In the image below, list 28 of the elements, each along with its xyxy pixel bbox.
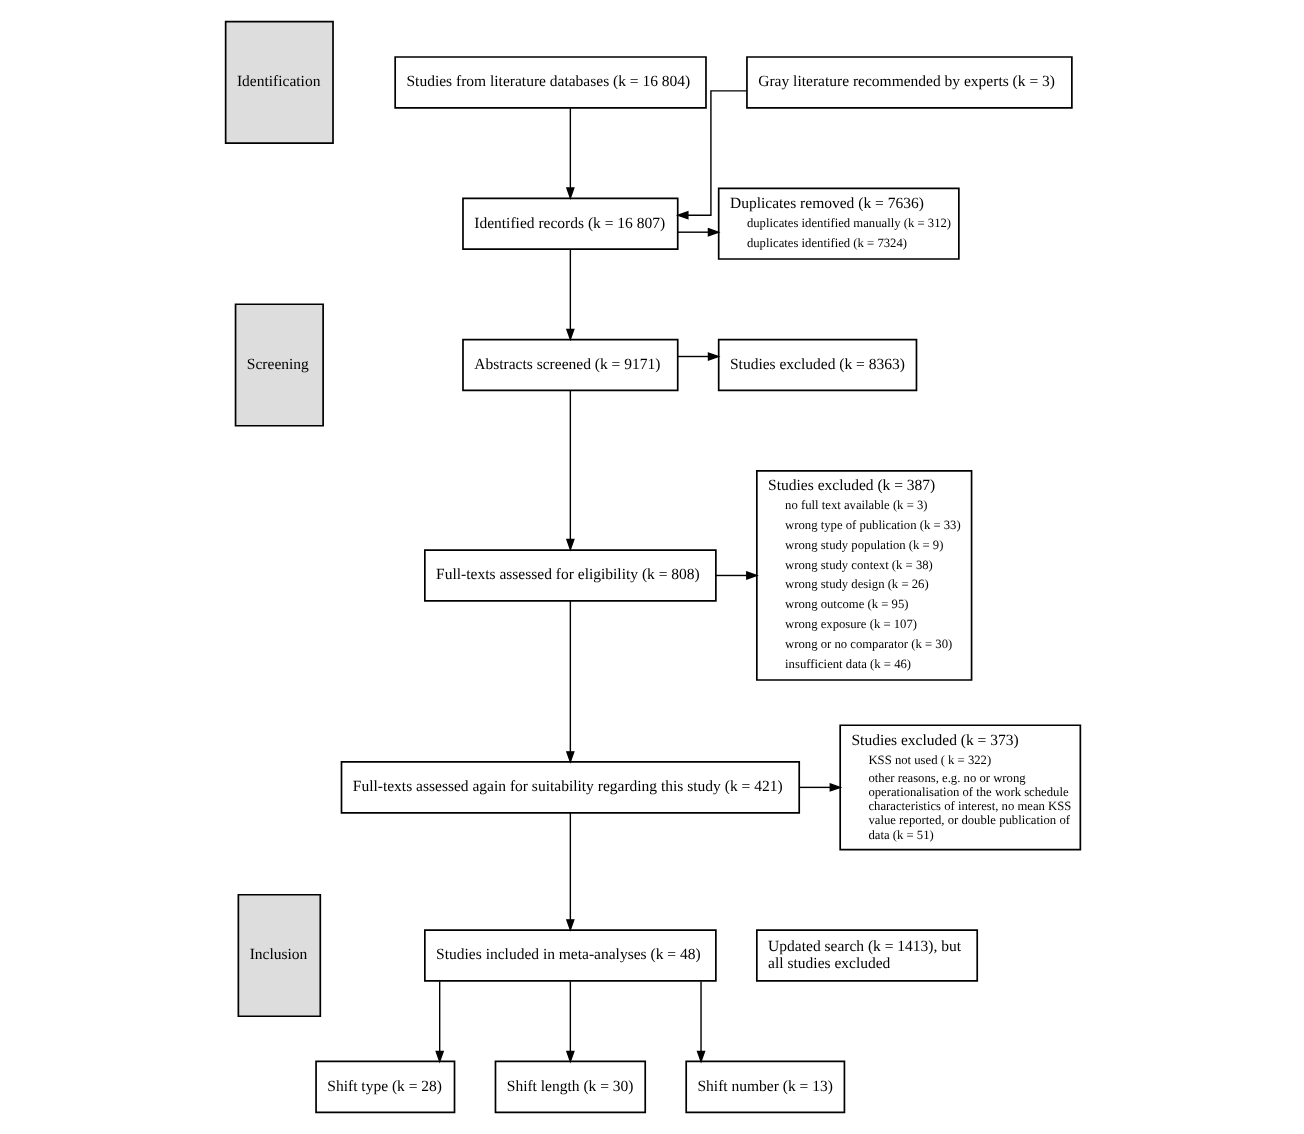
arrow (564, 248, 574, 342)
node-box: Identified records (k = 16 807) (461, 197, 678, 250)
node-box: Shift number (k = 13) (684, 1060, 845, 1114)
arrow (434, 980, 444, 1064)
arrow (564, 390, 574, 552)
arrow (674, 90, 747, 220)
node-box: Identification (223, 20, 333, 145)
node-box: Shift length (k = 30) (493, 1060, 646, 1114)
node-box: Updated search (k = 1413), but all studies excluded (755, 929, 978, 982)
arrow (676, 352, 720, 361)
arrow (714, 571, 758, 580)
arrow (564, 107, 574, 201)
node-box: Studies from literature databases (k = 16 804) (393, 56, 706, 109)
arrow (564, 980, 574, 1064)
arrow (564, 600, 574, 764)
node-box: Studies included in meta-analyses (k = 48) (423, 929, 716, 982)
arrow (564, 812, 574, 932)
node-box: Abstracts screened (k = 9171) (461, 338, 678, 392)
node-box: Full-texts assessed for eligibility (k = 808) (423, 549, 716, 602)
arrow (676, 227, 720, 237)
node-box: Screening (233, 303, 323, 427)
node-box: Inclusion (236, 893, 321, 1018)
node-box: Gray literature recommended by experts (k = 3) (745, 56, 1072, 109)
arrow (695, 980, 705, 1064)
node-box: Studies excluded (k = 8363) (716, 338, 917, 392)
node-box: Full-texts assessed again for suitability regarding this study (k = 421) (339, 761, 800, 814)
node-box: Shift type (k = 28) (314, 1060, 455, 1114)
arrow (797, 782, 842, 792)
